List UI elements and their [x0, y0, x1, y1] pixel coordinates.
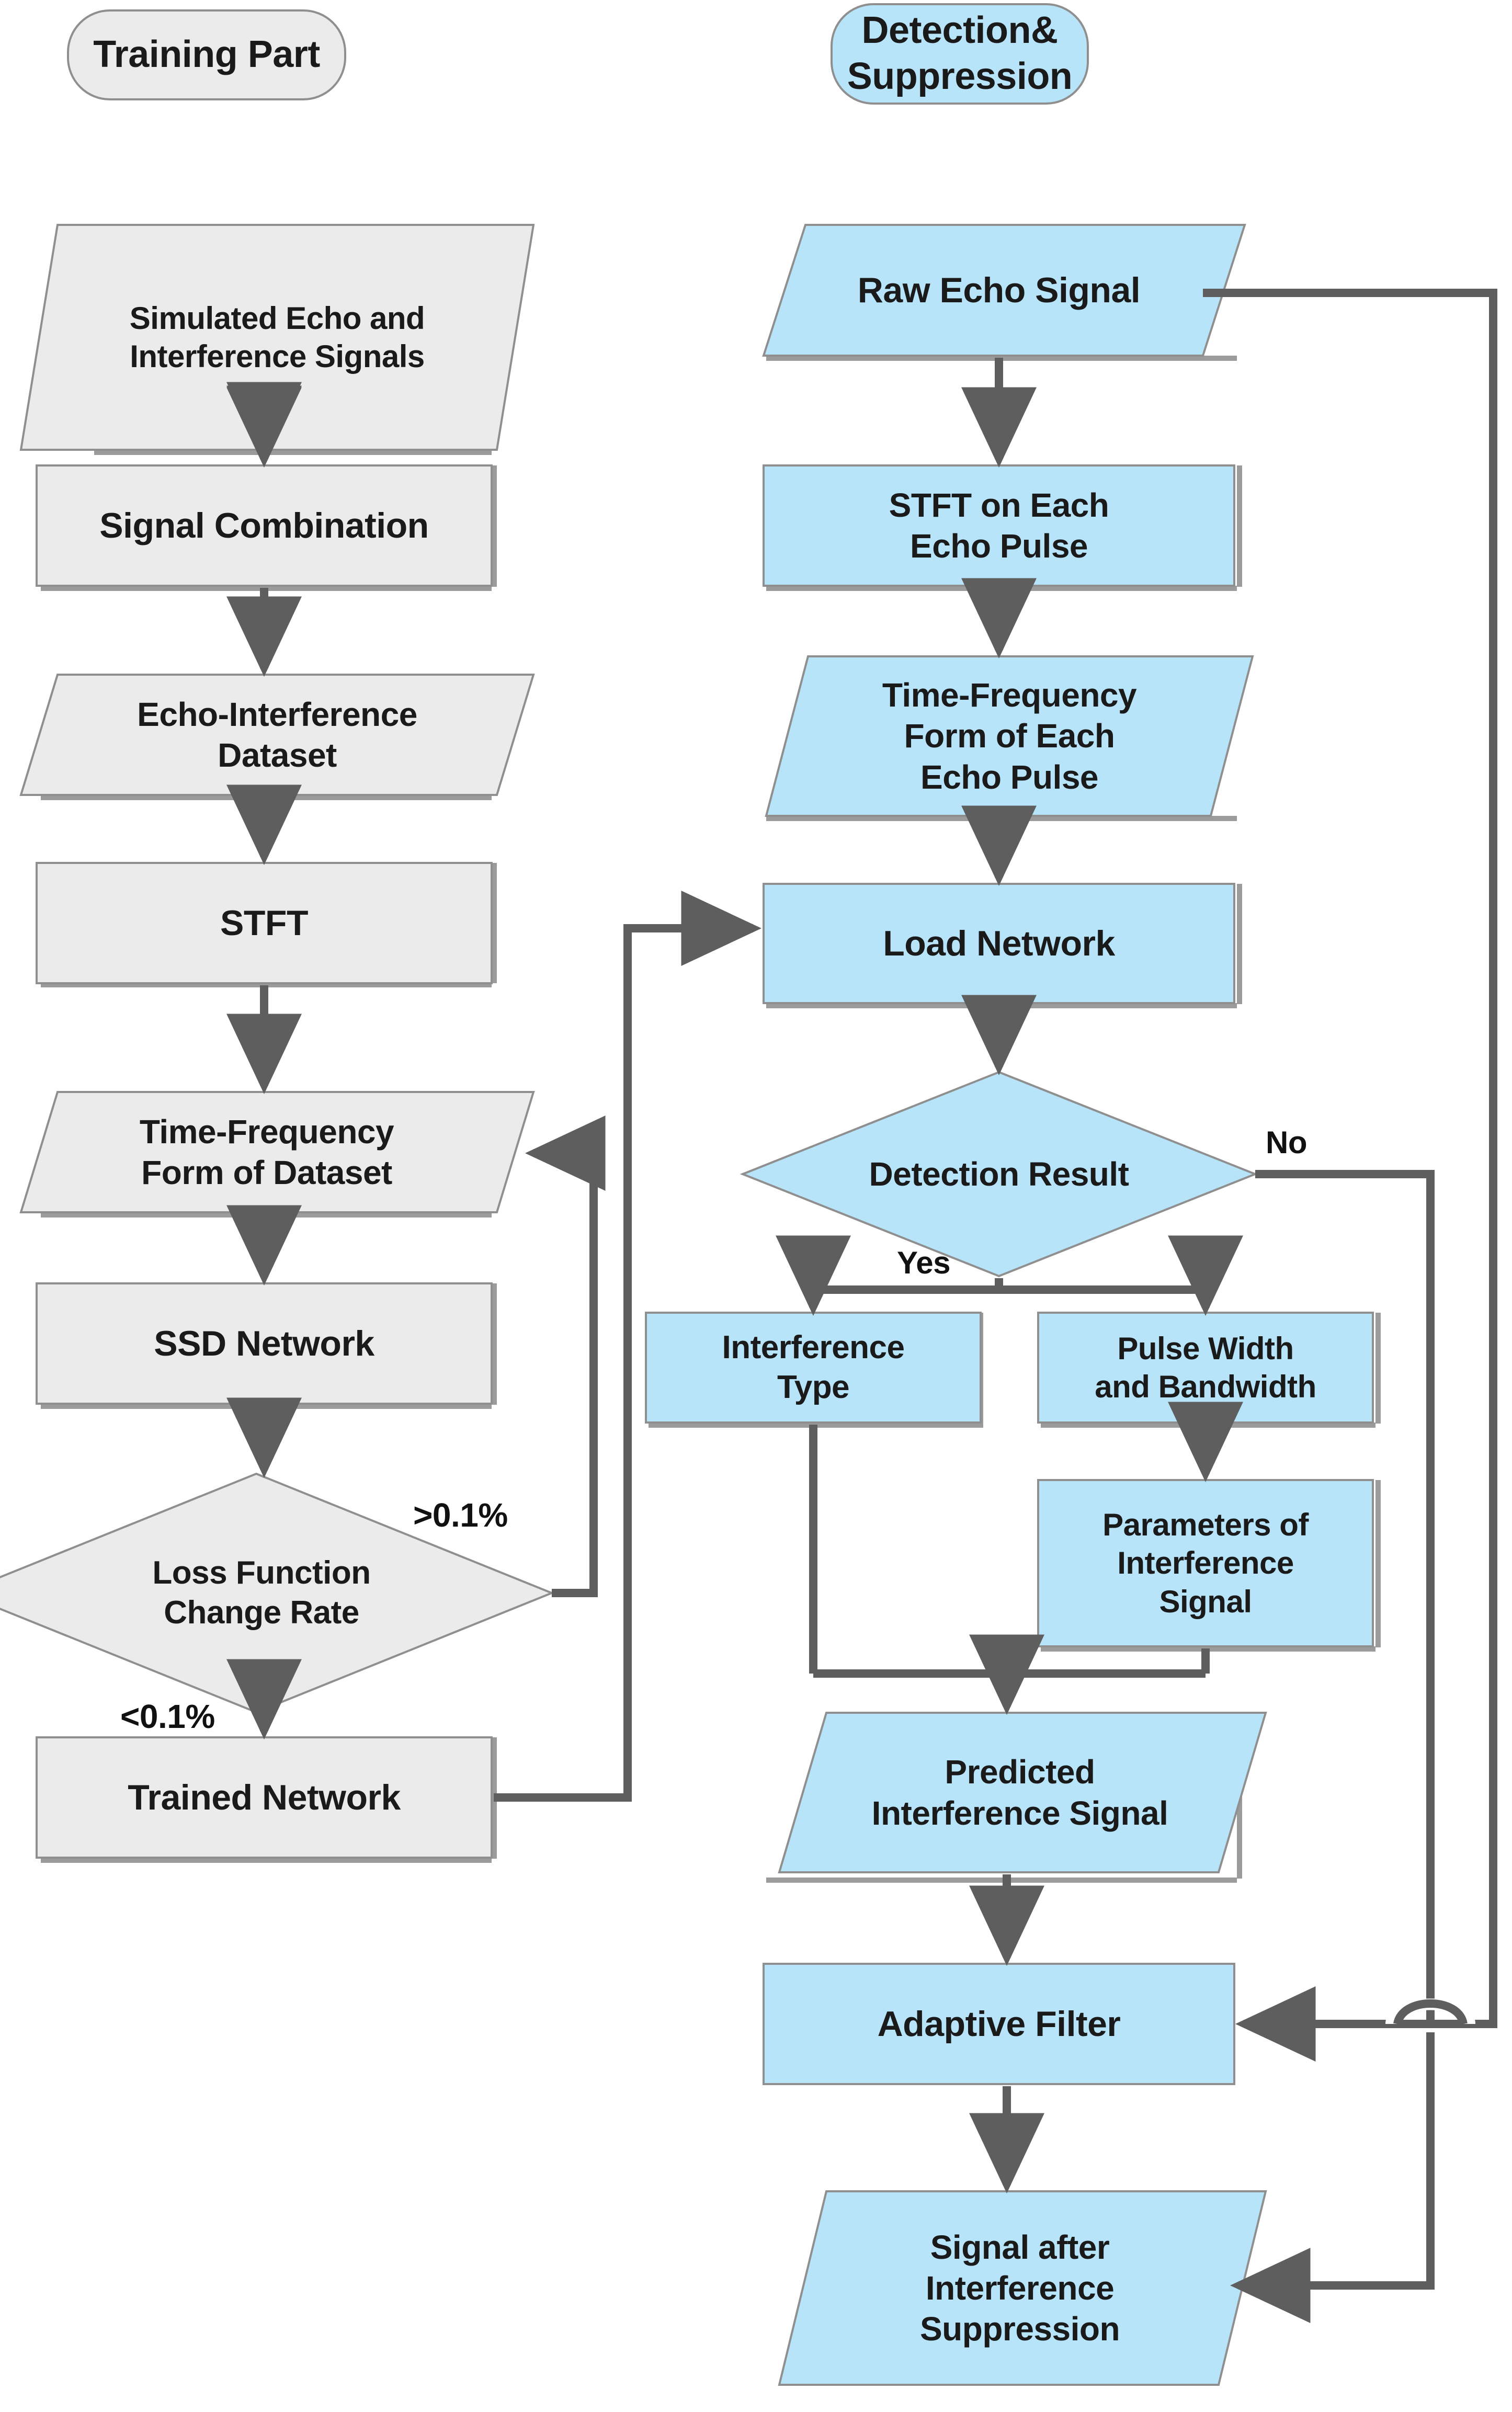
edge-label-detection-yes: Yes [897, 1245, 950, 1280]
edge-detection-no-to-adaptive-filter [1255, 1170, 1435, 2028]
signal-after-suppression-shape [778, 2190, 1267, 2386]
simulated-signals-shape [19, 224, 535, 451]
edge-raw-echo-hop-arc [1393, 1999, 1468, 2026]
pulse-width-bandwidth-shape [1037, 1312, 1374, 1424]
predicted-interference-signal-shape [778, 1712, 1267, 1873]
interference-type-shape [645, 1312, 982, 1424]
edge-detection-yes-split [809, 1278, 1210, 1306]
detection-result-diamond-shape [740, 1071, 1258, 1278]
edge-trained-network-to-load-network [494, 891, 761, 1802]
header-detection-suppression-shape [831, 3, 1089, 105]
load-network-shape [763, 883, 1235, 1004]
stft-each-echo-pulse-shape [763, 464, 1235, 587]
time-frequency-each-pulse-shape [765, 655, 1254, 817]
parameters-of-interference-shape [1037, 1479, 1374, 1647]
edge-label-loss-less: <0.1% [120, 1698, 215, 1735]
edge-raw-echo-to-signal-after-suppression [1203, 289, 1497, 2028]
echo-interference-dataset-shape [19, 674, 535, 796]
edge-label-loss-greater: >0.1% [413, 1496, 508, 1534]
stft-shape [36, 862, 493, 984]
time-frequency-form-dataset-shape [19, 1091, 535, 1213]
edge-raw-echo-down-to-suppression [1281, 2034, 1435, 2290]
signal-combination-shape [36, 464, 493, 587]
adaptive-filter-box-shape [763, 1963, 1235, 2085]
raw-echo-signal-shape [762, 224, 1246, 357]
edge-loss-gt-loopback [525, 1116, 606, 1597]
edge-label-detection-no: No [1266, 1125, 1307, 1160]
ssd-network-shape [36, 1282, 493, 1405]
header-training-part-shape [67, 9, 346, 100]
trained-network-shape [36, 1736, 493, 1859]
